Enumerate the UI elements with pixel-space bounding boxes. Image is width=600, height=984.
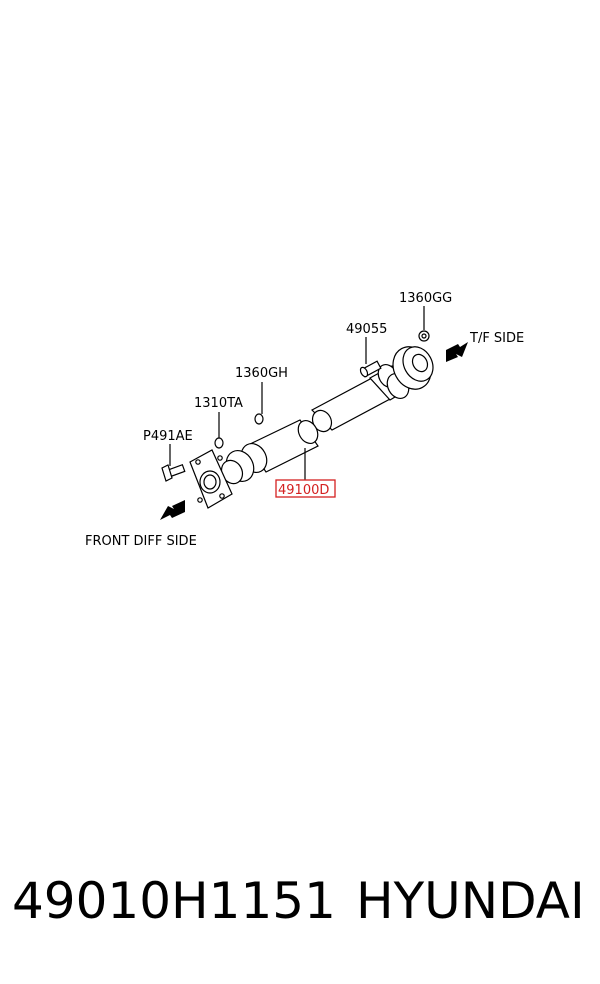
rear-yoke <box>369 363 411 401</box>
highlight-box-49100d <box>275 479 336 498</box>
bolt-49055 <box>359 360 382 378</box>
front-universal-joint <box>220 443 268 485</box>
label-1310ta: 1310TA <box>194 396 243 411</box>
nut-1360gg <box>418 330 430 342</box>
label-1360gg: 1360GG <box>399 291 452 306</box>
rear-flange <box>392 346 434 390</box>
bolt-p491ae <box>161 463 186 482</box>
nut-1310ta <box>214 437 224 449</box>
rear-shaft-tube <box>311 377 393 433</box>
label-front-diff-side: FRONT DIFF SIDE <box>85 534 197 549</box>
label-49055: 49055 <box>346 322 387 337</box>
label-tf-side: T/F SIDE <box>469 331 524 346</box>
label-1360gh: 1360GH <box>235 366 288 381</box>
label-49100d[interactable]: 49100D <box>278 483 329 498</box>
leader-lines <box>169 306 425 480</box>
arrow-front-diff-side-icon <box>160 500 185 520</box>
label-p491ae: P491AE <box>143 429 193 444</box>
part-number: 49010H1151 <box>12 872 336 930</box>
brand-name: HYUNDAI <box>356 872 585 930</box>
arrow-tf-side-icon <box>446 342 468 362</box>
front-flange <box>189 449 233 509</box>
nut-1360gh <box>254 413 264 425</box>
